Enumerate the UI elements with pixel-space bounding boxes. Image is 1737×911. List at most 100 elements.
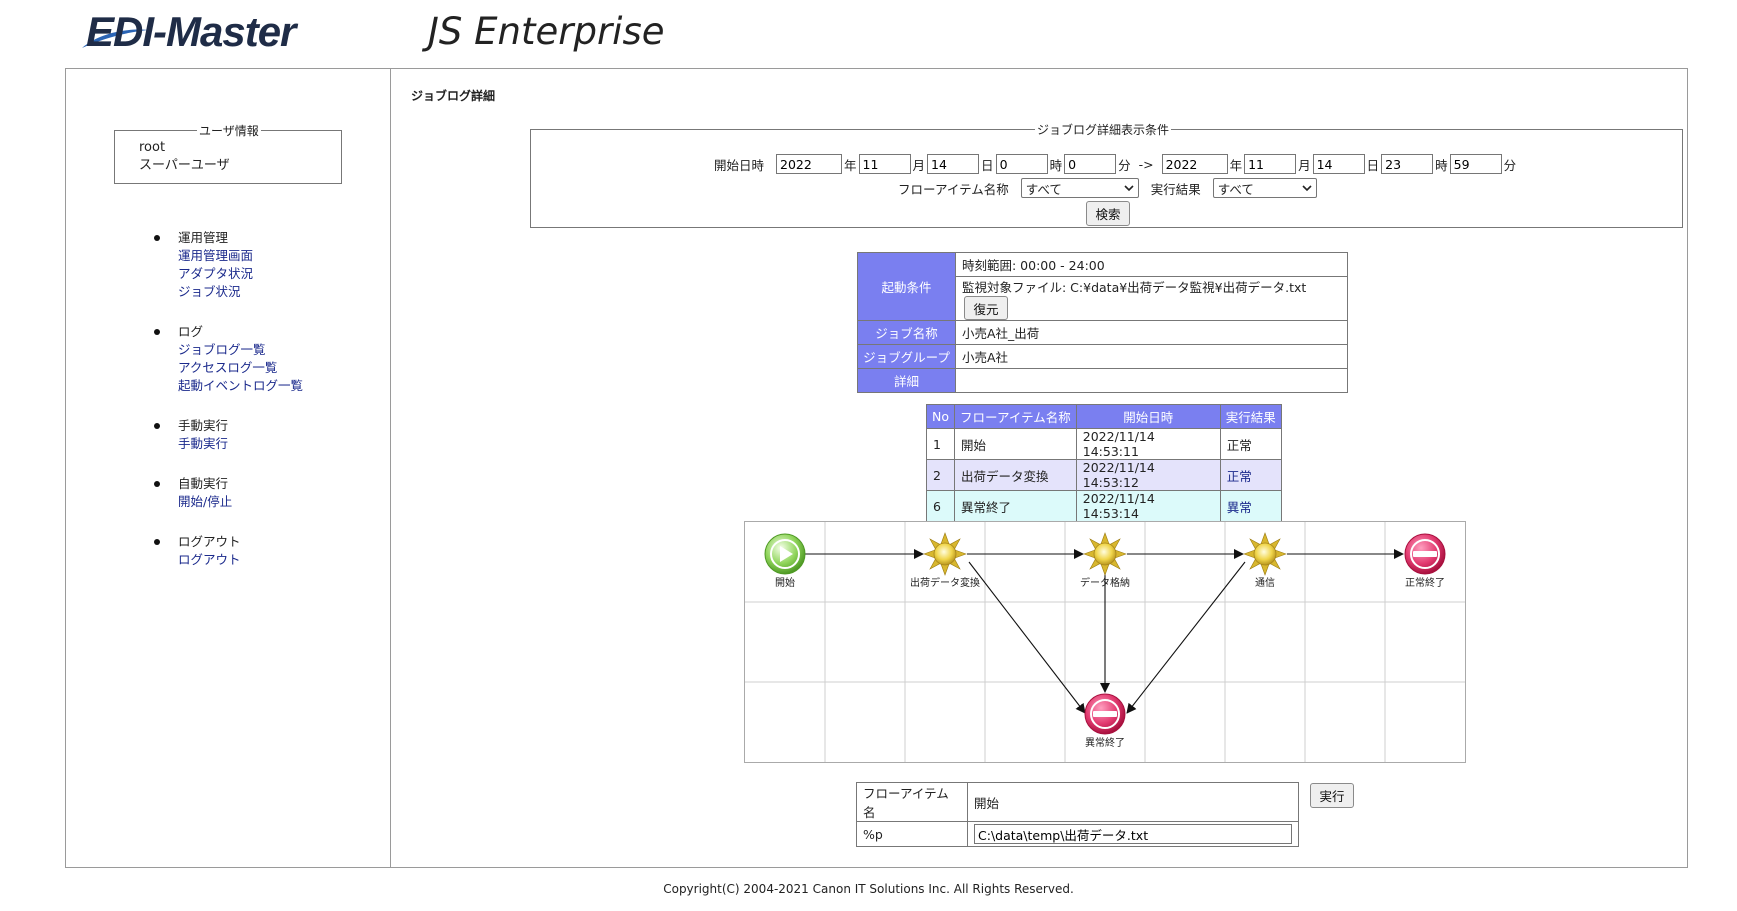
flow-node-comm[interactable]: 通信 — [1243, 532, 1287, 589]
menu-link-operation-screen[interactable]: 運用管理画面 — [178, 248, 254, 263]
menu-group-logout: ログアウト ログアウト — [154, 533, 303, 569]
process-sun-icon — [923, 532, 967, 576]
param-value-input[interactable] — [974, 824, 1292, 844]
table-row[interactable]: 2 出荷データ変換 2022/11/14 14:53:12 正常 — [926, 459, 1282, 491]
cell-start-time: 2022/11/14 14:53:11 — [1075, 428, 1221, 460]
restore-button[interactable]: 復元 — [964, 296, 1008, 320]
node-label: 正常終了 — [1405, 576, 1445, 589]
range-arrow: -> — [1138, 156, 1154, 172]
from-hour-input[interactable] — [995, 154, 1048, 174]
cell-no: 6 — [926, 490, 955, 522]
to-minute-input[interactable] — [1449, 154, 1502, 174]
from-year-input[interactable] — [776, 154, 843, 174]
search-conditions: ジョブログ詳細表示条件 開始日時 年 月 日 時 分 -> 年 月 日 — [530, 121, 1683, 228]
cell-start-time: 2022/11/14 14:53:14 — [1075, 490, 1221, 522]
col-flow-item: フローアイテム名称 — [954, 404, 1077, 429]
cell-result-link[interactable]: 正常 — [1219, 459, 1282, 491]
menu-heading: ログ — [154, 323, 303, 341]
unit-month: 月 — [912, 157, 926, 173]
node-label: 通信 — [1255, 577, 1275, 589]
menu-link-start-stop[interactable]: 開始/停止 — [178, 494, 233, 509]
menu-link-adapter-status[interactable]: アダプタ状況 — [178, 266, 254, 281]
flow-diagram-canvas: 開始 出荷データ変換 — [745, 522, 1465, 762]
flow-node-end-err[interactable]: 異常終了 — [1084, 693, 1126, 749]
user-role: スーパーユーザ — [139, 158, 230, 173]
menu-heading: 手動実行 — [154, 417, 303, 435]
edi-master-logo: EDI-Master — [82, 6, 296, 58]
from-minute-input[interactable] — [1064, 154, 1117, 174]
logo-swoosh-icon — [82, 29, 148, 48]
user-id: root — [139, 140, 166, 155]
unit-year: 年 — [1229, 157, 1243, 173]
to-year-input[interactable] — [1161, 154, 1228, 174]
trigger-file: 監視対象ファイル: C:¥data¥出荷データ監視¥出荷データ.txt — [962, 280, 1307, 295]
menu-group-log: ログ ジョブログ一覧 アクセスログ一覧 起動イベントログ一覧 — [154, 323, 303, 395]
search-button[interactable]: 検索 — [1086, 201, 1130, 226]
col-no: No — [926, 404, 955, 429]
to-day-input[interactable] — [1312, 154, 1365, 174]
col-result: 実行結果 — [1219, 404, 1282, 429]
menu-link-access-log-list[interactable]: アクセスログ一覧 — [178, 360, 278, 375]
job-info-table: 起動条件 時刻範囲: 00:00 - 24:00 監視対象ファイル: C:¥da… — [857, 252, 1348, 393]
menu-link-job-log-list[interactable]: ジョブログ一覧 — [178, 342, 266, 357]
chevron-down-icon — [1124, 184, 1134, 191]
flow-item-name-label: フローアイテム名 — [856, 782, 968, 822]
copyright: Copyright(C) 2004-2021 Canon IT Solution… — [663, 882, 1074, 896]
menu-link-job-status[interactable]: ジョブ状況 — [178, 284, 241, 299]
conditions-legend: ジョブログ詳細表示条件 — [1037, 123, 1170, 137]
job-group: 小売A社 — [955, 344, 1348, 369]
flow-connectors — [805, 549, 1404, 714]
table-row[interactable]: 1 開始 2022/11/14 14:53:11 正常 — [926, 428, 1282, 460]
flow-item-name-value: 開始 — [967, 782, 1299, 822]
flow-diagram: 開始 出荷データ変換 — [744, 521, 1466, 763]
from-month-input[interactable] — [858, 154, 911, 174]
flow-item-selected: すべて — [1025, 181, 1062, 197]
play-icon — [764, 533, 806, 575]
to-month-input[interactable] — [1244, 154, 1297, 174]
cell-start-time: 2022/11/14 14:53:12 — [1075, 459, 1221, 491]
cell-result-link[interactable]: 異常 — [1219, 490, 1282, 522]
table-row[interactable]: 6 異常終了 2022/11/14 14:53:14 異常 — [926, 490, 1282, 522]
process-sun-icon — [1083, 532, 1127, 576]
cell-flow-item: 異常終了 — [954, 490, 1077, 522]
user-info-box: ユーザ情報 root スーパーユーザ — [114, 122, 342, 184]
cell-flow-item: 出荷データ変換 — [954, 459, 1077, 491]
to-hour-input[interactable] — [1381, 154, 1434, 174]
unit-day: 日 — [981, 157, 994, 173]
date-range-row: 開始日時 年 月 日 時 分 -> 年 月 日 時 — [714, 154, 1518, 174]
menu-link-event-log-list[interactable]: 起動イベントログ一覧 — [178, 378, 304, 393]
header: EDI-Master JS Enterprise — [0, 0, 1737, 66]
param-value-cell — [967, 821, 1299, 847]
flow-node-convert[interactable]: 出荷データ変換 — [910, 532, 980, 589]
cell-no: 2 — [926, 459, 955, 491]
unit-hour: 時 — [1049, 157, 1063, 173]
trigger-label: 起動条件 — [857, 252, 956, 321]
flow-node-start[interactable]: 開始 — [764, 533, 806, 589]
flow-node-end-ok[interactable]: 正常終了 — [1404, 533, 1446, 589]
sidebar: ユーザ情報 root スーパーユーザ 運用管理 運用管理画面 アダプタ状況 ジョ… — [66, 69, 391, 867]
flow-node-store[interactable]: データ格納 — [1080, 532, 1130, 589]
result-select[interactable]: すべて — [1212, 178, 1317, 198]
menu-link-manual-run[interactable]: 手動実行 — [178, 436, 229, 451]
node-label: 開始 — [775, 576, 795, 589]
start-datetime-label: 開始日時 — [714, 157, 765, 173]
result-label: 実行結果 — [1150, 181, 1201, 197]
unit-month: 月 — [1298, 157, 1311, 173]
user-info-legend: ユーザ情報 — [199, 124, 259, 138]
connector-comm-end-err — [1126, 561, 1246, 714]
unit-minute: 分 — [1118, 157, 1131, 173]
node-label: 出荷データ変換 — [910, 576, 980, 589]
page-title: ジョブログ詳細 — [411, 89, 496, 103]
main-content: ジョブログ詳細 ジョブログ詳細表示条件 開始日時 年 月 日 時 分 -> 年 … — [391, 69, 1687, 867]
cell-no: 1 — [926, 428, 955, 460]
from-day-input[interactable] — [927, 154, 980, 174]
unit-hour: 時 — [1435, 157, 1448, 173]
menu-group-manual: 手動実行 手動実行 — [154, 417, 303, 453]
trigger-time: 時刻範囲: 00:00 - 24:00 — [955, 252, 1348, 277]
node-label: データ格納 — [1080, 576, 1130, 589]
menu-heading: 自動実行 — [154, 475, 303, 493]
job-log-table: No フローアイテム名称 開始日時 実行結果 1 開始 2022/11/14 1… — [926, 404, 1282, 522]
menu-link-logout[interactable]: ログアウト — [178, 552, 241, 567]
flow-item-select[interactable]: すべて — [1020, 178, 1139, 198]
execute-button[interactable]: 実行 — [1310, 783, 1354, 808]
